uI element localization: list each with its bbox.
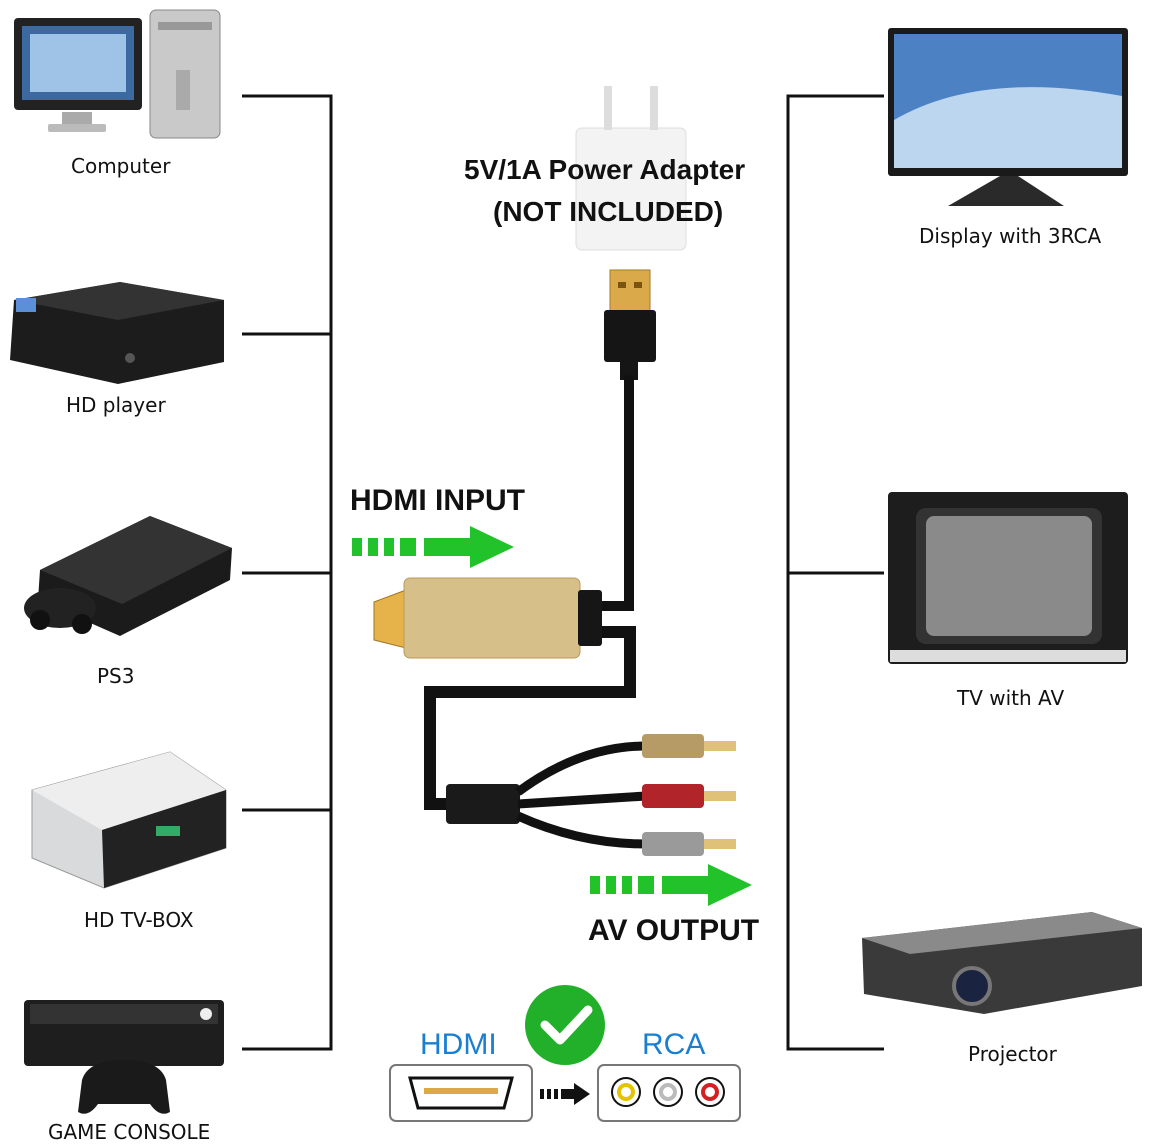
hd-player-icon [10, 282, 224, 384]
conversion-from-label: HDMI [420, 1028, 497, 1061]
tv-box-icon [31, 751, 227, 889]
source-bracket-lines [242, 94, 333, 1051]
power-adapter-title: 5V/1A Power Adapter [464, 154, 746, 185]
display-bracket-lines [786, 94, 884, 1051]
hdmi-plug-icon [373, 577, 602, 659]
ps3-icon [24, 516, 232, 636]
crt-tv-icon [888, 492, 1128, 664]
game-console-icon [24, 1000, 224, 1114]
source-label-ps3: PS3 [97, 664, 135, 688]
source-label-computer: Computer [71, 154, 171, 178]
conversion-panel [389, 985, 741, 1122]
projector-icon [862, 912, 1142, 1014]
computer-icon [14, 9, 221, 139]
hdmi-input-label: HDMI INPUT [350, 484, 525, 517]
input-arrow-icon [352, 526, 514, 568]
monitor-icon [888, 28, 1128, 206]
display-label-monitor: Display with 3RCA [919, 224, 1102, 248]
usb-plug-icon [604, 269, 656, 380]
source-label-tv-box: HD TV-BOX [84, 908, 194, 932]
rca-splitter-icon [446, 734, 736, 856]
checkmark-icon [525, 985, 605, 1065]
display-label-tv: TV with AV [957, 686, 1065, 710]
adapter-cable [424, 375, 636, 810]
output-arrow-icon [590, 864, 752, 906]
display-label-projector: Projector [968, 1042, 1057, 1066]
rca-ports-icon [611, 1077, 725, 1107]
av-output-label: AV OUTPUT [588, 914, 760, 947]
source-label-game-console: GAME CONSOLE [48, 1120, 211, 1144]
power-adapter-note: (NOT INCLUDED) [493, 196, 724, 227]
source-label-hd-player: HD player [66, 393, 166, 417]
power-adapter-icon [575, 86, 687, 251]
conversion-to-label: RCA [642, 1028, 706, 1061]
small-arrow-icon [540, 1083, 590, 1105]
